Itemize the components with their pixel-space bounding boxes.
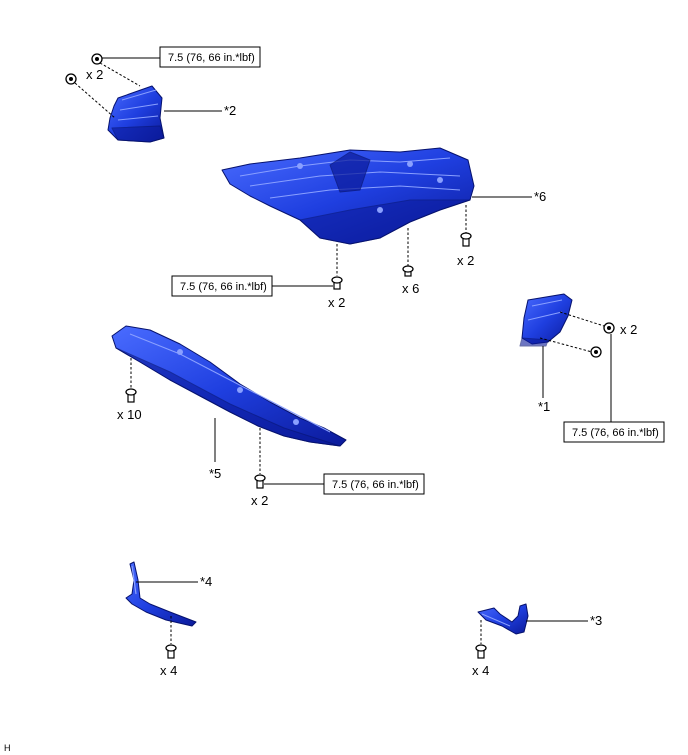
bolt-icon (475, 644, 487, 659)
part-callout: *6 (534, 189, 546, 204)
quantity-label: x 2 (328, 295, 345, 310)
bolt-icon (165, 644, 177, 659)
clip-icon (590, 346, 602, 358)
part-4-shape (125, 561, 197, 627)
quantity-label: x 2 (457, 253, 474, 268)
clip-icon (402, 265, 414, 277)
torque-label: 7.5 (76, 66 in.*lbf) (168, 52, 255, 64)
quantity-label: x 4 (472, 663, 489, 678)
quantity-label: x 2 (620, 322, 637, 337)
bolt-icon (91, 53, 103, 65)
bolt-icon (331, 276, 343, 290)
torque-label: 7.5 (76, 66 in.*lbf) (180, 281, 267, 293)
torque-label-box: 7.5 (76, 66 in.*lbf) (171, 275, 273, 297)
quantity-label: x 2 (86, 67, 103, 82)
part-6-shape (221, 147, 475, 245)
torque-label: 7.5 (76, 66 in.*lbf) (332, 479, 419, 491)
quantity-label: x 10 (117, 407, 142, 422)
quantity-label: x 4 (160, 663, 177, 678)
bolt-icon (125, 388, 137, 403)
part-callout: *1 (538, 399, 550, 414)
torque-label-box: 7.5 (76, 66 in.*lbf) (159, 46, 261, 68)
part-callout: *3 (590, 613, 602, 628)
part-5-shape (111, 325, 347, 447)
quantity-label: x 2 (251, 493, 268, 508)
part-callout: *4 (200, 574, 212, 589)
quantity-label: x 6 (402, 281, 419, 296)
torque-label-box: 7.5 (76, 66 in.*lbf) (323, 473, 425, 495)
part-callout: *2 (224, 103, 236, 118)
figure-code: H (4, 743, 11, 753)
part-1-shape (519, 293, 573, 347)
part-callout: *5 (209, 466, 221, 481)
clip-icon (65, 73, 77, 85)
part-3-shape (477, 603, 529, 635)
bolt-icon (603, 322, 615, 334)
bolt-icon (460, 232, 472, 247)
part-2-shape (107, 85, 165, 143)
bolt-icon (254, 474, 266, 489)
torque-label-box: 7.5 (76, 66 in.*lbf) (563, 421, 665, 443)
torque-label: 7.5 (76, 66 in.*lbf) (572, 427, 659, 439)
